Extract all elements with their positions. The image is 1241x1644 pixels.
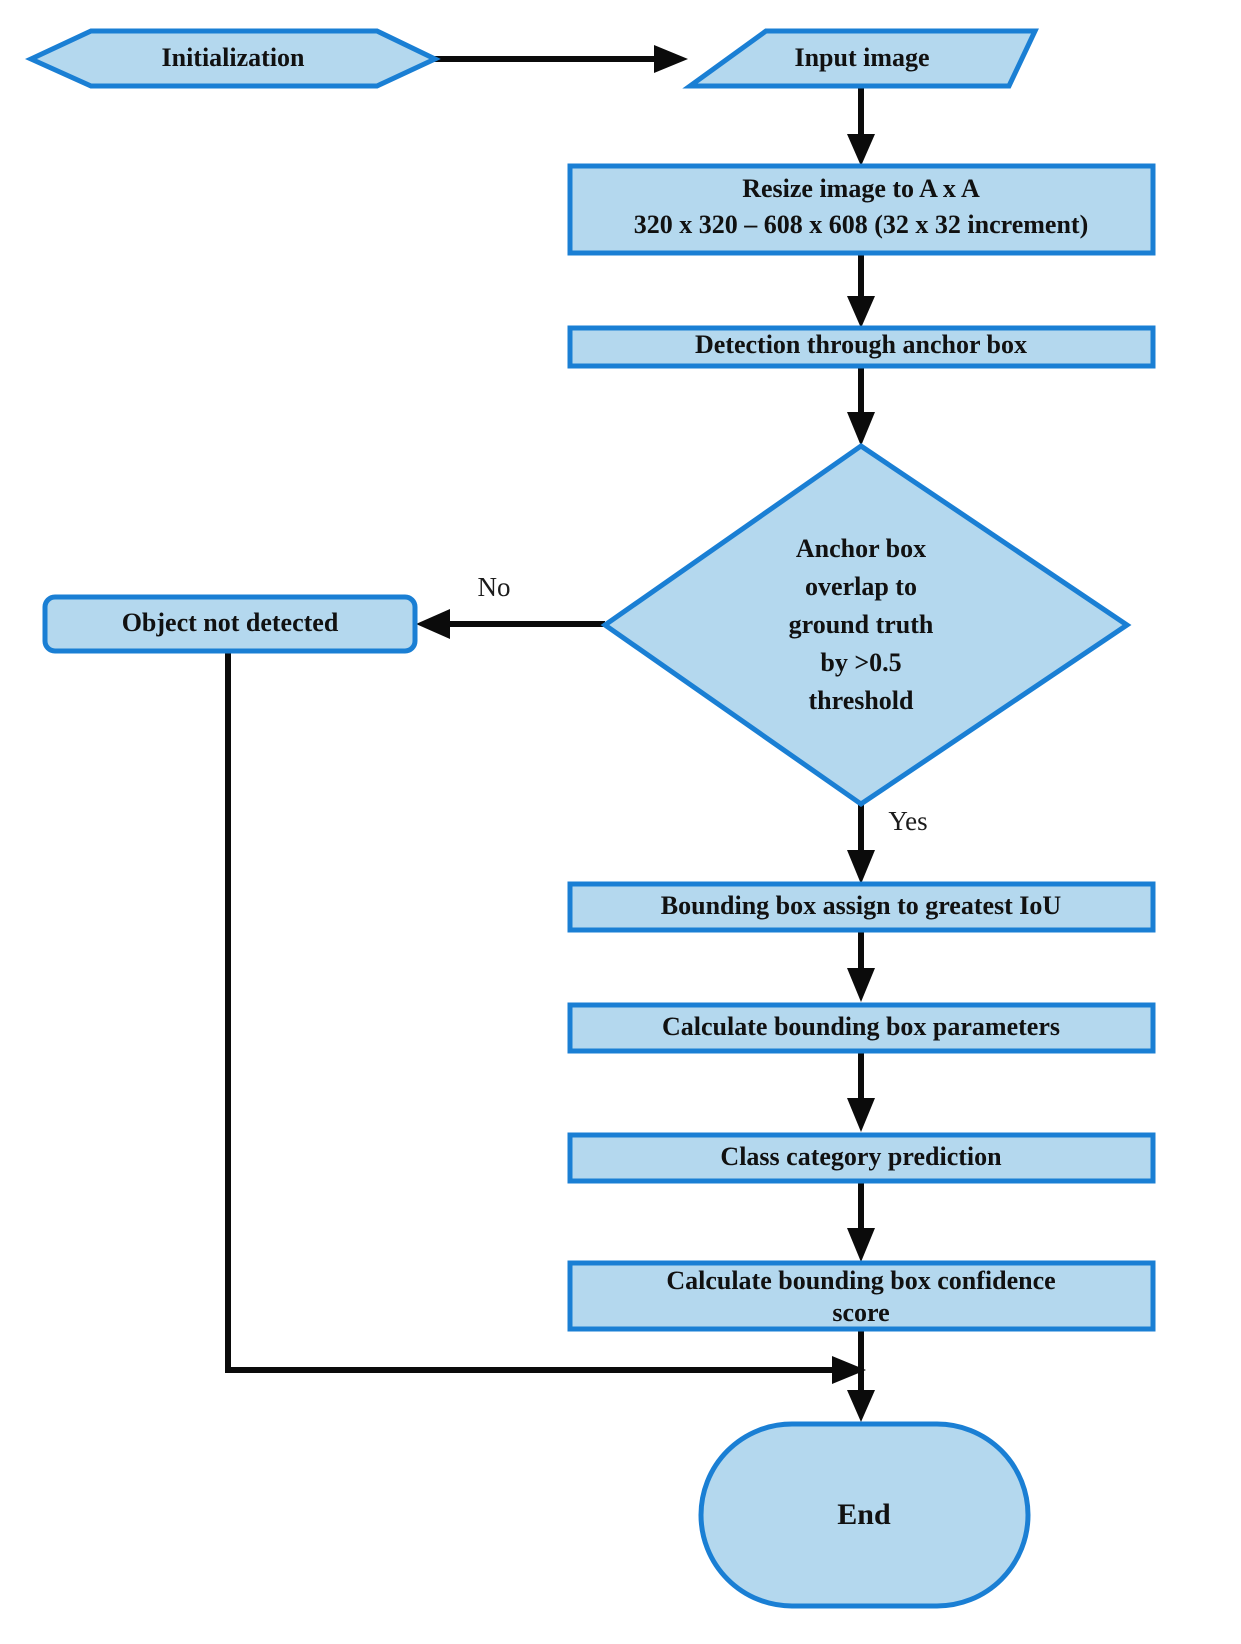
node-initialization[interactable]: Initialization [24, 28, 441, 89]
arrowhead-decision-to-notdetected [416, 609, 450, 639]
calculate-bbox-parameters-rect [567, 1002, 1156, 1054]
class-category-prediction-rect [567, 1132, 1156, 1184]
assign-greatest-iou-rect [567, 881, 1156, 933]
decision-line1: Anchor box [796, 534, 926, 563]
detection-anchor-box-label: Detection through anchor box [695, 330, 1027, 359]
node-calculate-bbox-parameters[interactable]: Calculate bounding box parameters [567, 1002, 1156, 1054]
arrowhead-input-to-resize [847, 134, 875, 166]
assign-greatest-iou-label: Bounding box assign to greatest IoU [661, 891, 1062, 920]
node-object-not-detected[interactable]: Object not detected [42, 594, 418, 654]
arrowhead-assigniou-to-calcparams [847, 968, 875, 1002]
arrowhead-notdetected-to-end [832, 1356, 866, 1384]
resize-image-line2: 320 x 320 – 608 x 608 (32 x 32 increment… [634, 210, 1088, 239]
arrowhead-confidence-to-end [847, 1390, 875, 1422]
node-assign-greatest-iou[interactable]: Bounding box assign to greatest IoU [567, 881, 1156, 933]
input-image-parallelogram [682, 28, 1039, 89]
node-class-category-prediction[interactable]: Class category prediction [567, 1132, 1156, 1184]
end-terminator-shape [698, 1421, 1031, 1609]
node-detection-anchor-box[interactable]: Detection through anchor box [567, 325, 1156, 369]
initialization-label: Initialization [161, 43, 305, 72]
end-label: End [837, 1498, 891, 1531]
connector-notdetected-to-end [225, 652, 835, 1373]
node-end[interactable]: End [698, 1421, 1031, 1609]
arrowhead-classpred-to-confidence [847, 1228, 875, 1262]
decision-line3: ground truth [789, 610, 934, 639]
resize-image-rect [567, 163, 1156, 256]
arrowhead-calcparams-to-classpred [847, 1098, 875, 1132]
arrowhead-detection-to-decision [847, 412, 875, 446]
connectors [225, 45, 875, 1422]
calculate-bbox-parameters-label: Calculate bounding box parameters [662, 1012, 1060, 1041]
calculate-confidence-score-line2: score [832, 1298, 889, 1327]
node-calculate-confidence-score[interactable]: Calculate bounding box confidence score [567, 1260, 1156, 1332]
initialization-hexagon [24, 28, 441, 89]
input-image-label: Input image [794, 43, 929, 72]
arrowhead-decision-to-assigniou [847, 850, 875, 884]
edge-label-no: No [478, 572, 511, 602]
resize-image-line1: Resize image to A x A [742, 174, 980, 203]
object-not-detected-rect [42, 594, 418, 654]
decision-line4: by >0.5 [820, 648, 901, 677]
node-resize-image[interactable]: Resize image to A x A 320 x 320 – 608 x … [567, 163, 1156, 256]
calculate-confidence-score-rect [567, 1260, 1156, 1332]
calculate-confidence-score-line1: Calculate bounding box confidence [666, 1266, 1055, 1295]
arrowhead-resize-to-detection [847, 296, 875, 328]
class-category-prediction-label: Class category prediction [720, 1142, 1002, 1171]
decision-line2: overlap to [805, 572, 917, 601]
node-input-image[interactable]: Input image [682, 28, 1039, 89]
decision-diamond [600, 442, 1132, 808]
node-decision-anchor-overlap[interactable]: Anchor box overlap to ground truth by >0… [600, 442, 1132, 808]
edge-label-yes: Yes [888, 806, 927, 836]
object-not-detected-label: Object not detected [122, 608, 339, 637]
detection-anchor-box-rect [567, 325, 1156, 369]
arrowhead-init-to-input [654, 45, 688, 73]
decision-line5: threshold [809, 686, 915, 715]
